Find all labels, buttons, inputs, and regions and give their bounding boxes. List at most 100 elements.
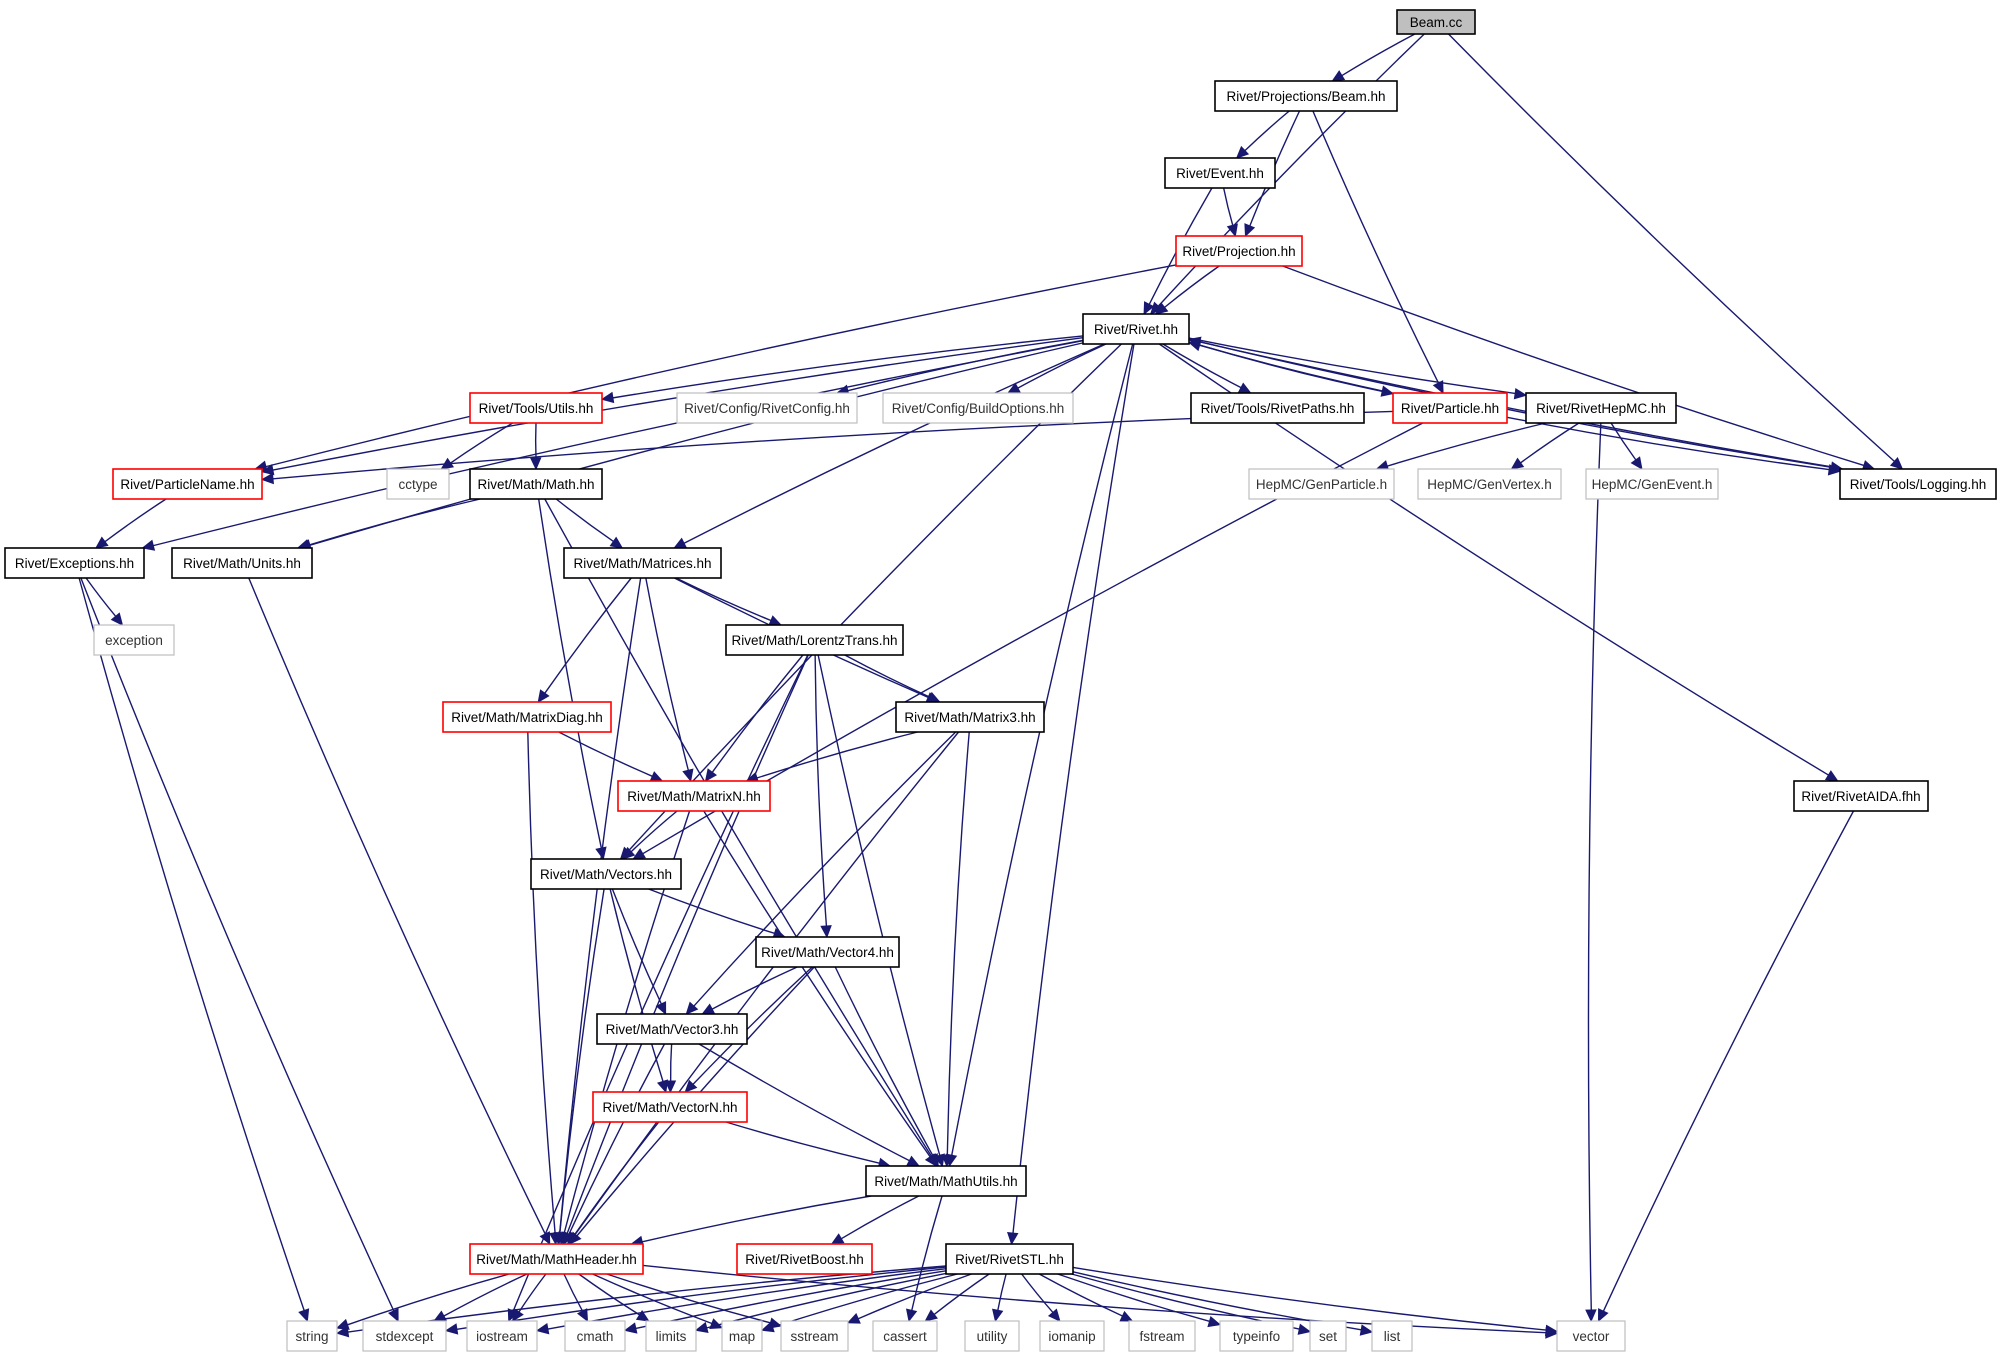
node-box-stdexcept[interactable] — [362, 1320, 447, 1352]
node-box-particlename[interactable] — [112, 468, 263, 500]
node-stdexcept[interactable]: stdexcept — [362, 1320, 447, 1352]
node-rivethepmc[interactable]: Rivet/RivetHepMC.hh — [1525, 392, 1677, 424]
node-matrixn[interactable]: Rivet/Math/MatrixN.hh — [617, 780, 771, 812]
node-genevent[interactable]: HepMC/GenEvent.h — [1585, 468, 1719, 500]
node-box-vectorn[interactable] — [592, 1091, 748, 1123]
node-box-sstream[interactable] — [780, 1320, 849, 1352]
node-box-string[interactable] — [286, 1320, 338, 1352]
node-box-utils[interactable] — [469, 392, 603, 424]
node-box-utility[interactable] — [964, 1320, 1020, 1352]
node-box-vector4[interactable] — [755, 936, 900, 968]
node-cctype[interactable]: cctype — [386, 468, 450, 500]
node-vector3[interactable]: Rivet/Math/Vector3.hh — [596, 1013, 748, 1045]
node-cmath[interactable]: cmath — [564, 1320, 626, 1352]
node-box-set[interactable] — [1309, 1320, 1347, 1352]
node-logging[interactable]: Rivet/Tools/Logging.hh — [1839, 468, 1997, 500]
node-exception[interactable]: exception — [93, 624, 175, 656]
node-vector[interactable]: vector — [1556, 1320, 1626, 1352]
node-typeinfo[interactable]: typeinfo — [1219, 1320, 1294, 1352]
node-box-matrixn[interactable] — [617, 780, 771, 812]
node-box-vector3[interactable] — [596, 1013, 748, 1045]
node-genvertex[interactable]: HepMC/GenVertex.h — [1417, 468, 1562, 500]
node-set[interactable]: set — [1309, 1320, 1347, 1352]
node-cassert[interactable]: cassert — [872, 1320, 938, 1352]
node-particle[interactable]: Rivet/Particle.hh — [1392, 392, 1508, 424]
node-rivetstl[interactable]: Rivet/RivetSTL.hh — [945, 1243, 1074, 1275]
node-rivet[interactable]: Rivet/Rivet.hh — [1082, 313, 1190, 345]
node-box-exceptions[interactable] — [4, 547, 145, 579]
node-buildoptions[interactable]: Rivet/Config/BuildOptions.hh — [882, 392, 1074, 424]
node-box-buildoptions[interactable] — [882, 392, 1074, 424]
node-box-rivetstl[interactable] — [945, 1243, 1074, 1275]
node-mathutils[interactable]: Rivet/Math/MathUtils.hh — [865, 1165, 1027, 1197]
node-box-typeinfo[interactable] — [1219, 1320, 1294, 1352]
node-genparticle[interactable]: HepMC/GenParticle.h — [1248, 468, 1395, 500]
node-lorentz[interactable]: Rivet/Math/LorentzTrans.hh — [725, 624, 904, 656]
node-box-lorentz[interactable] — [725, 624, 904, 656]
node-projection[interactable]: Rivet/Projection.hh — [1175, 235, 1303, 267]
node-box-list[interactable] — [1371, 1320, 1413, 1352]
node-utility[interactable]: utility — [964, 1320, 1020, 1352]
node-utils[interactable]: Rivet/Tools/Utils.hh — [469, 392, 603, 424]
node-map[interactable]: map — [721, 1320, 763, 1352]
node-box-limits[interactable] — [645, 1320, 697, 1352]
node-box-genparticle[interactable] — [1248, 468, 1395, 500]
node-box-proj_beam[interactable] — [1214, 80, 1398, 112]
node-box-exception[interactable] — [93, 624, 175, 656]
node-box-particle[interactable] — [1392, 392, 1508, 424]
node-mathheader[interactable]: Rivet/Math/MathHeader.hh — [469, 1243, 644, 1275]
node-box-map[interactable] — [721, 1320, 763, 1352]
node-vectors[interactable]: Rivet/Math/Vectors.hh — [530, 858, 682, 890]
node-units[interactable]: Rivet/Math/Units.hh — [171, 547, 313, 579]
node-rivetboost[interactable]: Rivet/RivetBoost.hh — [736, 1243, 873, 1275]
node-box-rivet[interactable] — [1082, 313, 1190, 345]
node-box-vector[interactable] — [1556, 1320, 1626, 1352]
node-rivetconfig[interactable]: Rivet/Config/RivetConfig.hh — [676, 392, 858, 424]
node-box-vectors[interactable] — [530, 858, 682, 890]
node-exceptions[interactable]: Rivet/Exceptions.hh — [4, 547, 145, 579]
node-box-genevent[interactable] — [1585, 468, 1719, 500]
node-iostream[interactable]: iostream — [466, 1320, 538, 1352]
node-box-rivethepmc[interactable] — [1525, 392, 1677, 424]
node-box-genvertex[interactable] — [1417, 468, 1562, 500]
node-box-math[interactable] — [469, 468, 603, 500]
node-box-fstream[interactable] — [1128, 1320, 1196, 1352]
node-particlename[interactable]: Rivet/ParticleName.hh — [112, 468, 263, 500]
node-box-matrix3[interactable] — [895, 701, 1045, 733]
node-box-rivetaida[interactable] — [1793, 780, 1929, 812]
node-box-mathheader[interactable] — [469, 1243, 644, 1275]
node-box-rivetconfig[interactable] — [676, 392, 858, 424]
node-rivetpaths[interactable]: Rivet/Tools/RivetPaths.hh — [1190, 392, 1365, 424]
node-box-cmath[interactable] — [564, 1320, 626, 1352]
node-box-mathutils[interactable] — [865, 1165, 1027, 1197]
node-box-logging[interactable] — [1839, 468, 1997, 500]
node-event[interactable]: Rivet/Event.hh — [1164, 157, 1276, 189]
node-box-iomanip[interactable] — [1039, 1320, 1105, 1352]
node-beam_cc[interactable]: Beam.cc — [1396, 9, 1476, 35]
node-sstream[interactable]: sstream — [780, 1320, 849, 1352]
node-proj_beam[interactable]: Rivet/Projections/Beam.hh — [1214, 80, 1398, 112]
node-fstream[interactable]: fstream — [1128, 1320, 1196, 1352]
node-box-matrices[interactable] — [563, 547, 722, 579]
node-box-rivetboost[interactable] — [736, 1243, 873, 1275]
node-string[interactable]: string — [286, 1320, 338, 1352]
node-box-iostream[interactable] — [466, 1320, 538, 1352]
node-matrixdiag[interactable]: Rivet/Math/MatrixDiag.hh — [442, 701, 612, 733]
node-vectorn[interactable]: Rivet/Math/VectorN.hh — [592, 1091, 748, 1123]
node-matrices[interactable]: Rivet/Math/Matrices.hh — [563, 547, 722, 579]
node-box-units[interactable] — [171, 547, 313, 579]
node-box-rivetpaths[interactable] — [1190, 392, 1365, 424]
node-box-projection[interactable] — [1175, 235, 1303, 267]
node-rivetaida[interactable]: Rivet/RivetAIDA.fhh — [1793, 780, 1929, 812]
node-box-cassert[interactable] — [872, 1320, 938, 1352]
node-limits[interactable]: limits — [645, 1320, 697, 1352]
node-list[interactable]: list — [1371, 1320, 1413, 1352]
node-box-cctype[interactable] — [386, 468, 450, 500]
node-matrix3[interactable]: Rivet/Math/Matrix3.hh — [895, 701, 1045, 733]
node-box-beam_cc[interactable] — [1396, 9, 1476, 35]
node-box-event[interactable] — [1164, 157, 1276, 189]
node-box-matrixdiag[interactable] — [442, 701, 612, 733]
node-math[interactable]: Rivet/Math/Math.hh — [469, 468, 603, 500]
node-iomanip[interactable]: iomanip — [1039, 1320, 1105, 1352]
node-vector4[interactable]: Rivet/Math/Vector4.hh — [755, 936, 900, 968]
